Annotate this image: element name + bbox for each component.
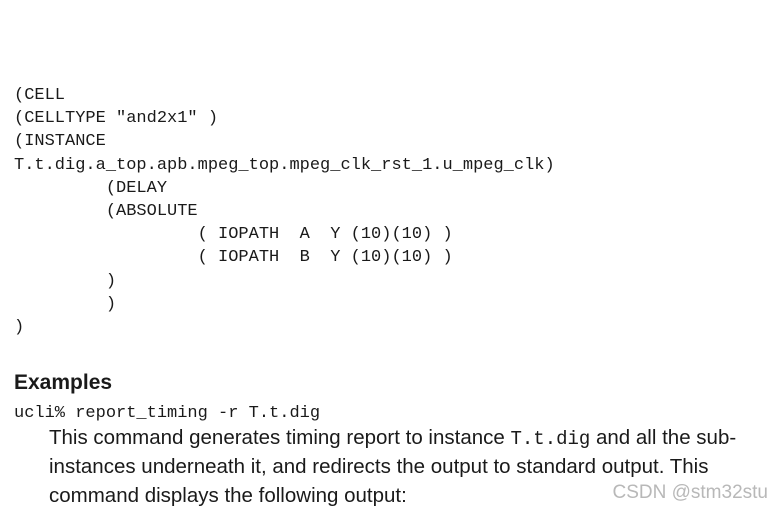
- examples-heading: Examples: [14, 371, 113, 394]
- description-text-before: This command generates timing report to …: [49, 426, 511, 449]
- code-line: ): [14, 271, 117, 291]
- code-line: ): [14, 294, 117, 314]
- description-paragraph: This command generates timing report to …: [49, 424, 749, 510]
- code-line: ): [14, 318, 25, 338]
- code-line: (INSTANCE: [14, 132, 106, 152]
- code-line: (DELAY: [14, 178, 168, 198]
- code-line: T.t.dig.a_top.apb.mpeg_top.mpeg_clk_rst_…: [14, 155, 555, 175]
- code-line: ( IOPATH B Y (10)(10) ): [14, 248, 453, 268]
- command-line: ucli% report_timing -r T.t.dig: [14, 404, 321, 423]
- code-line: ( IOPATH A Y (10)(10) ): [14, 225, 453, 245]
- description-text-after: and all the sub-instances underneath it,…: [49, 426, 737, 507]
- watermark: CSDN @stm32stu: [612, 482, 769, 503]
- code-line: (CELLTYPE "and2x1" ): [14, 109, 219, 129]
- code-line: (CELL: [14, 86, 66, 105]
- sdf-code-block: (CELL (CELLTYPE "and2x1" ) (INSTANCE T.t.di…: [14, 84, 555, 339]
- code-line: (ABSOLUTE: [14, 202, 198, 222]
- instance-name-code: T.t.dig: [510, 428, 591, 450]
